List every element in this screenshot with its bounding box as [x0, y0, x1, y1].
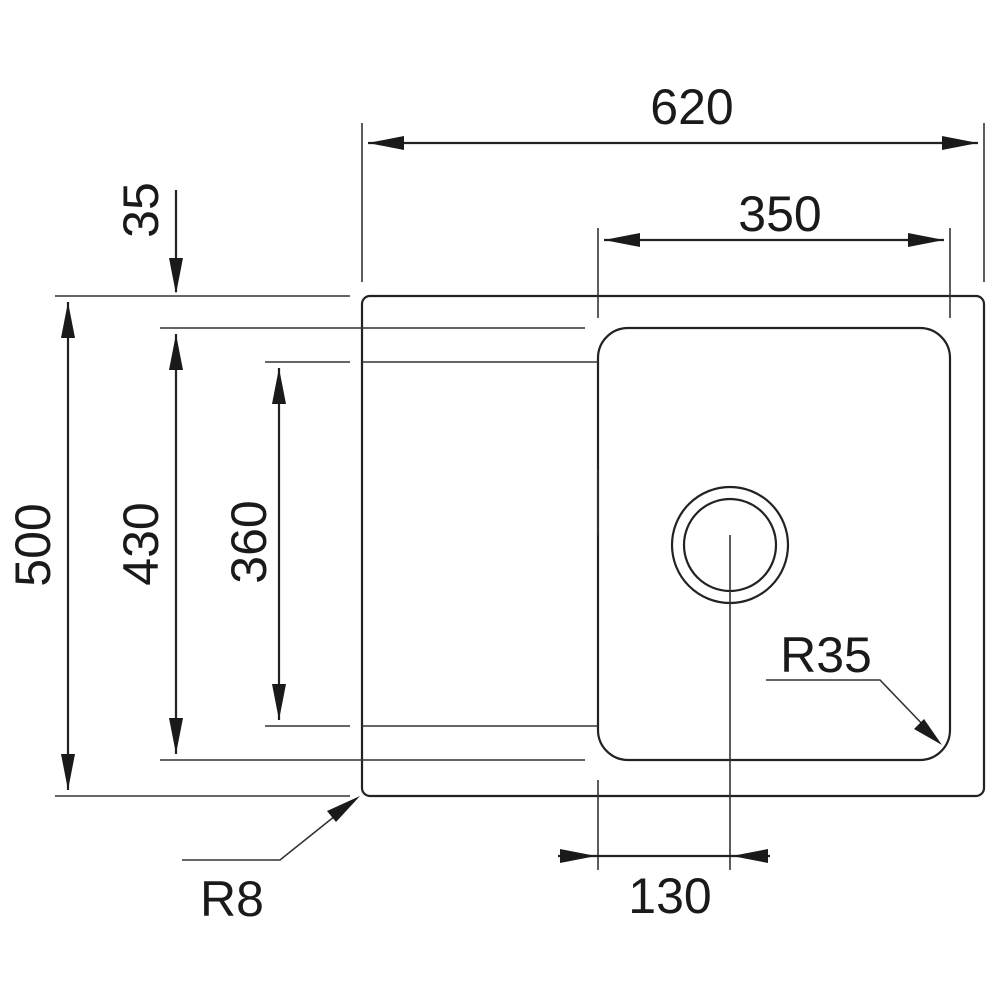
radius-label-r35: R35: [780, 627, 872, 683]
arrow-leader-icon: [914, 719, 942, 745]
arrow-down-icon: [169, 258, 183, 294]
arrow-left-icon: [368, 136, 404, 150]
dim-label-360: 360: [221, 500, 277, 583]
arrow-right-icon: [908, 233, 944, 247]
arrow-leader-icon: [327, 796, 360, 822]
arrow-right-icon: [560, 849, 596, 863]
arrow-down-icon: [272, 684, 286, 720]
sink-outline: [360, 294, 986, 798]
arrow-up-icon: [169, 334, 183, 370]
dim-label-130: 130: [628, 868, 711, 924]
leader-r35: [766, 679, 929, 731]
arrow-down-icon: [61, 754, 75, 790]
dim-label-430: 430: [113, 502, 169, 585]
leader-r8: [182, 811, 341, 861]
arrow-left-icon: [604, 233, 640, 247]
dim-label-350: 350: [738, 186, 821, 242]
arrow-down-icon: [169, 718, 183, 754]
dim-label-35: 35: [113, 182, 169, 238]
arrow-right-icon: [942, 136, 978, 150]
bowl-outline: [596, 326, 952, 762]
radius-label-r8: R8: [200, 871, 264, 927]
arrow-up-icon: [272, 368, 286, 404]
arrow-up-icon: [61, 302, 75, 338]
arrow-left-icon: [732, 849, 768, 863]
dim-label-620: 620: [650, 79, 733, 135]
dim-label-500: 500: [5, 503, 61, 586]
